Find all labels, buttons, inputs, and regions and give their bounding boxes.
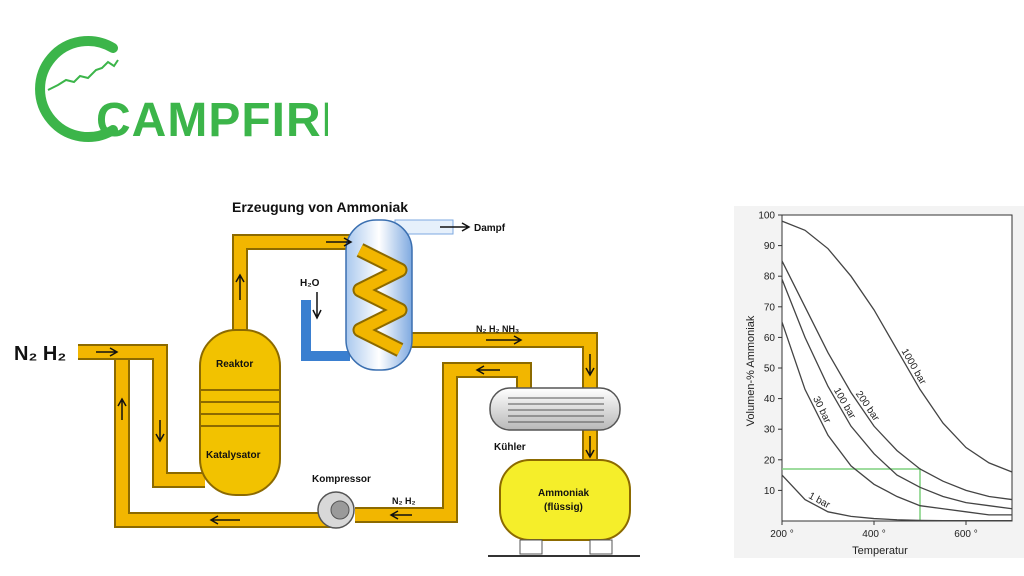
arrow-right-icon [326, 237, 353, 247]
reactor [199, 329, 281, 496]
y-tick-label: 80 [764, 272, 776, 283]
y-tick-label: 60 [764, 333, 776, 344]
series-line [781, 279, 1013, 510]
arrow-right-icon [486, 335, 523, 345]
arrow-left-icon [209, 515, 240, 525]
y-tick-label: 100 [758, 211, 775, 222]
arrow-down-icon [585, 354, 595, 377]
x-axis-label: Temperatur [852, 545, 908, 557]
water-label: H₂O [300, 278, 320, 289]
reactor-label: Reaktor [216, 359, 253, 370]
y-tick-label: 90 [764, 241, 776, 252]
arrow-down-icon [585, 436, 595, 459]
x-tick-label: 600 ° [954, 529, 977, 540]
catalyst-label: Katalysator [206, 450, 261, 461]
logo-tree-line-icon [47, 59, 119, 91]
y-tick-label: 20 [764, 455, 776, 466]
pipe-input-top [78, 344, 205, 488]
compressor-label: Kompressor [312, 474, 371, 485]
y-tick-label: 30 [764, 425, 776, 436]
steam-arrow-icon [440, 222, 471, 232]
compressor [317, 491, 355, 529]
equilibrium-chart: Volumen-% Ammoniak Temperatur 10 20 30 40 50… [734, 206, 1024, 558]
steam-label: Dampf [474, 223, 506, 234]
arrow-left-icon [389, 510, 412, 520]
logo-c-arc [35, 36, 118, 142]
ammonia-tank [488, 459, 640, 557]
tank-label-2: (flüssig) [544, 502, 583, 513]
cooler-label: Kühler [494, 442, 526, 453]
y-tick-label: 50 [764, 364, 776, 375]
diagram-title: Erzeugung von Ammoniak [232, 199, 408, 215]
series-line [781, 220, 1013, 473]
series-line [781, 474, 1012, 522]
cooler [489, 387, 621, 431]
heat-exchanger [345, 219, 413, 371]
series-line [781, 321, 1012, 516]
arrow-down-icon [155, 420, 165, 443]
y-axis-label: Volumen-% Ammoniak [745, 315, 757, 426]
y-tick-label: 70 [764, 302, 776, 313]
gas-mix-label: N₂ H₂ NH₃ [476, 324, 519, 334]
recycle-label: N₂ H₂ [392, 496, 416, 506]
plot-frame [781, 214, 1013, 522]
y-tick-label: 40 [764, 394, 776, 405]
x-tick-label: 200 ° [770, 529, 793, 540]
arrow-up-icon [117, 397, 127, 420]
series-line [781, 260, 1013, 501]
ammonia-process-diagram: Erzeugung von Ammoniak H₂O Dampf [14, 199, 640, 557]
input-label: N₂ H₂ [14, 343, 66, 365]
water-arrow-icon [312, 292, 322, 320]
pipe-reactor-to-exchanger [232, 234, 360, 342]
flow-arrows [96, 237, 595, 525]
arrow-up-icon [235, 273, 245, 300]
arrow-left-icon [475, 365, 500, 375]
arrow-right-icon [96, 347, 119, 357]
y-tick-label: 10 [764, 486, 776, 497]
tank-label-1: Ammoniak [538, 488, 590, 499]
water-inlet [301, 300, 350, 361]
x-tick-label: 400 ° [862, 529, 885, 540]
